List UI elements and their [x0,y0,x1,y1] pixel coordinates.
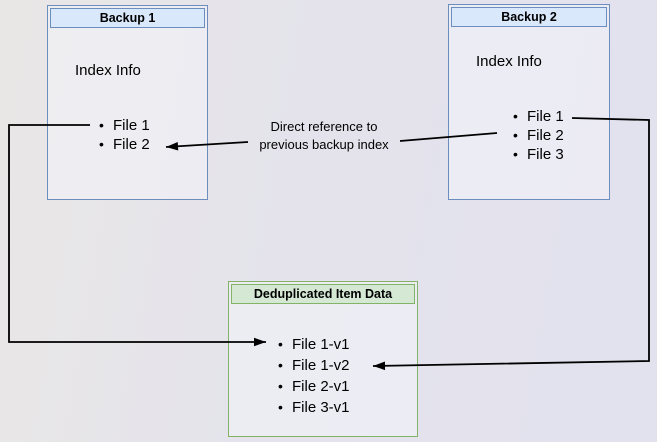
dedup-title: Deduplicated Item Data [253,287,393,301]
backup2-title: Backup 2 [501,10,557,24]
bullet-icon: • [99,136,104,152]
list-item: • File 1 [99,116,150,135]
backup1-index-info-label: Index Info [75,62,141,79]
list-item: • File 3-v1 [278,397,350,418]
list-item: • File 2-v1 [278,376,350,397]
backup2-header: Backup 2 [451,7,607,27]
file-label: File 1-v1 [292,336,350,353]
file-label: File 1 [113,117,150,134]
file-label: File 2-v1 [292,378,350,395]
file-label: File 3-v1 [292,399,350,416]
direct-reference-annotation: Direct reference to previous backup inde… [234,118,414,154]
annotation-line: Direct reference to [270,119,378,134]
backup1-box: Backup 1 [47,5,208,200]
annotation-line: previous backup index [259,137,389,152]
bullet-icon: • [513,146,518,162]
backup2-file-list: • File 1 • File 2 • File 3 [513,107,564,164]
file-label: File 1-v2 [292,357,350,374]
bullet-icon: • [278,336,283,352]
file-label: File 2 [527,127,564,144]
list-item: • File 1-v1 [278,334,350,355]
file-label: File 2 [113,136,150,153]
list-item: • File 1-v2 [278,355,350,376]
list-item: • File 2 [513,126,564,145]
bullet-icon: • [513,108,518,124]
backup1-header: Backup 1 [50,8,205,28]
file-label: File 3 [527,146,564,163]
bullet-icon: • [99,117,104,133]
file-label: File 1 [527,108,564,125]
backup1-title: Backup 1 [99,11,156,25]
backup2-box: Backup 2 [448,4,610,200]
list-item: • File 1 [513,107,564,126]
dedup-header: Deduplicated Item Data [231,284,415,304]
dedup-file-list: • File 1-v1 • File 1-v2 • File 2-v1 • File 3… [278,334,350,418]
list-item: • File 2 [99,135,150,154]
bullet-icon: • [278,399,283,415]
bullet-icon: • [513,127,518,143]
bullet-icon: • [278,357,283,373]
backup1-file-list: • File 1 • File 2 [99,116,150,154]
backup2-index-info-label: Index Info [476,53,542,70]
bullet-icon: • [278,378,283,394]
list-item: • File 3 [513,145,564,164]
